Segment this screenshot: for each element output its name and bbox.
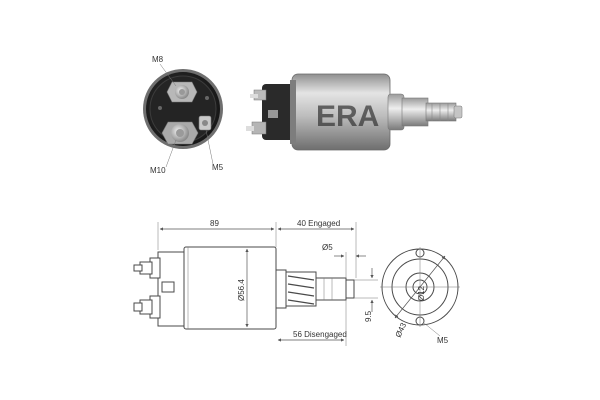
label-m10: M10 bbox=[150, 166, 166, 175]
side-view-drawing bbox=[133, 246, 355, 330]
label-m5-photo: M5 bbox=[212, 163, 224, 172]
dim-inner-dia: Ø12 bbox=[417, 285, 426, 301]
side-view-photo: ERA bbox=[246, 73, 463, 151]
dim-bolt-circle: Ø43 bbox=[394, 321, 409, 339]
dim-d5: Ø5 bbox=[322, 243, 333, 252]
m5-terminal bbox=[198, 115, 212, 131]
label-m5-drawing: M5 bbox=[437, 336, 449, 345]
label-m8: M8 bbox=[152, 55, 164, 64]
end-view-photo bbox=[143, 69, 223, 149]
m10-terminal bbox=[161, 121, 199, 145]
dim-offset: 9.5 bbox=[364, 310, 373, 322]
watermark: ERA bbox=[316, 100, 379, 133]
dim-body-dia: Ø56.4 bbox=[237, 279, 246, 301]
dim-engaged: 40 Engaged bbox=[297, 219, 340, 228]
dim-disengaged: 56 Disengaged bbox=[293, 330, 347, 339]
m8-terminal bbox=[166, 81, 198, 103]
dim-length: 89 bbox=[210, 219, 219, 228]
